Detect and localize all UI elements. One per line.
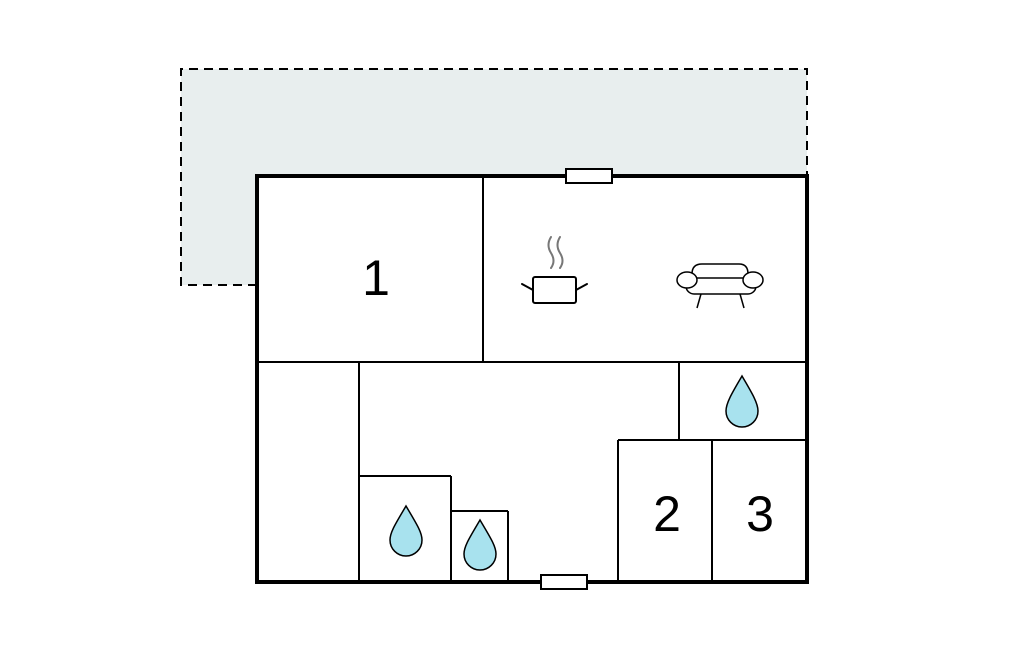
room-number-3: 3: [746, 486, 774, 542]
entrance-door: [540, 574, 588, 590]
sofa-icon: [676, 263, 764, 309]
terrace: [180, 68, 808, 286]
room-number-1: 1: [362, 250, 390, 306]
interior-walls: [257, 176, 807, 582]
water-drop-icon: [463, 518, 497, 571]
cooking-pot-icon: [521, 236, 588, 304]
water-drop-icon: [725, 374, 759, 428]
outer-walls: [255, 174, 809, 584]
window-top: [565, 168, 613, 184]
house-interior: [257, 176, 807, 582]
room-number-2: 2: [653, 486, 681, 542]
water-drop-icon: [389, 504, 423, 557]
